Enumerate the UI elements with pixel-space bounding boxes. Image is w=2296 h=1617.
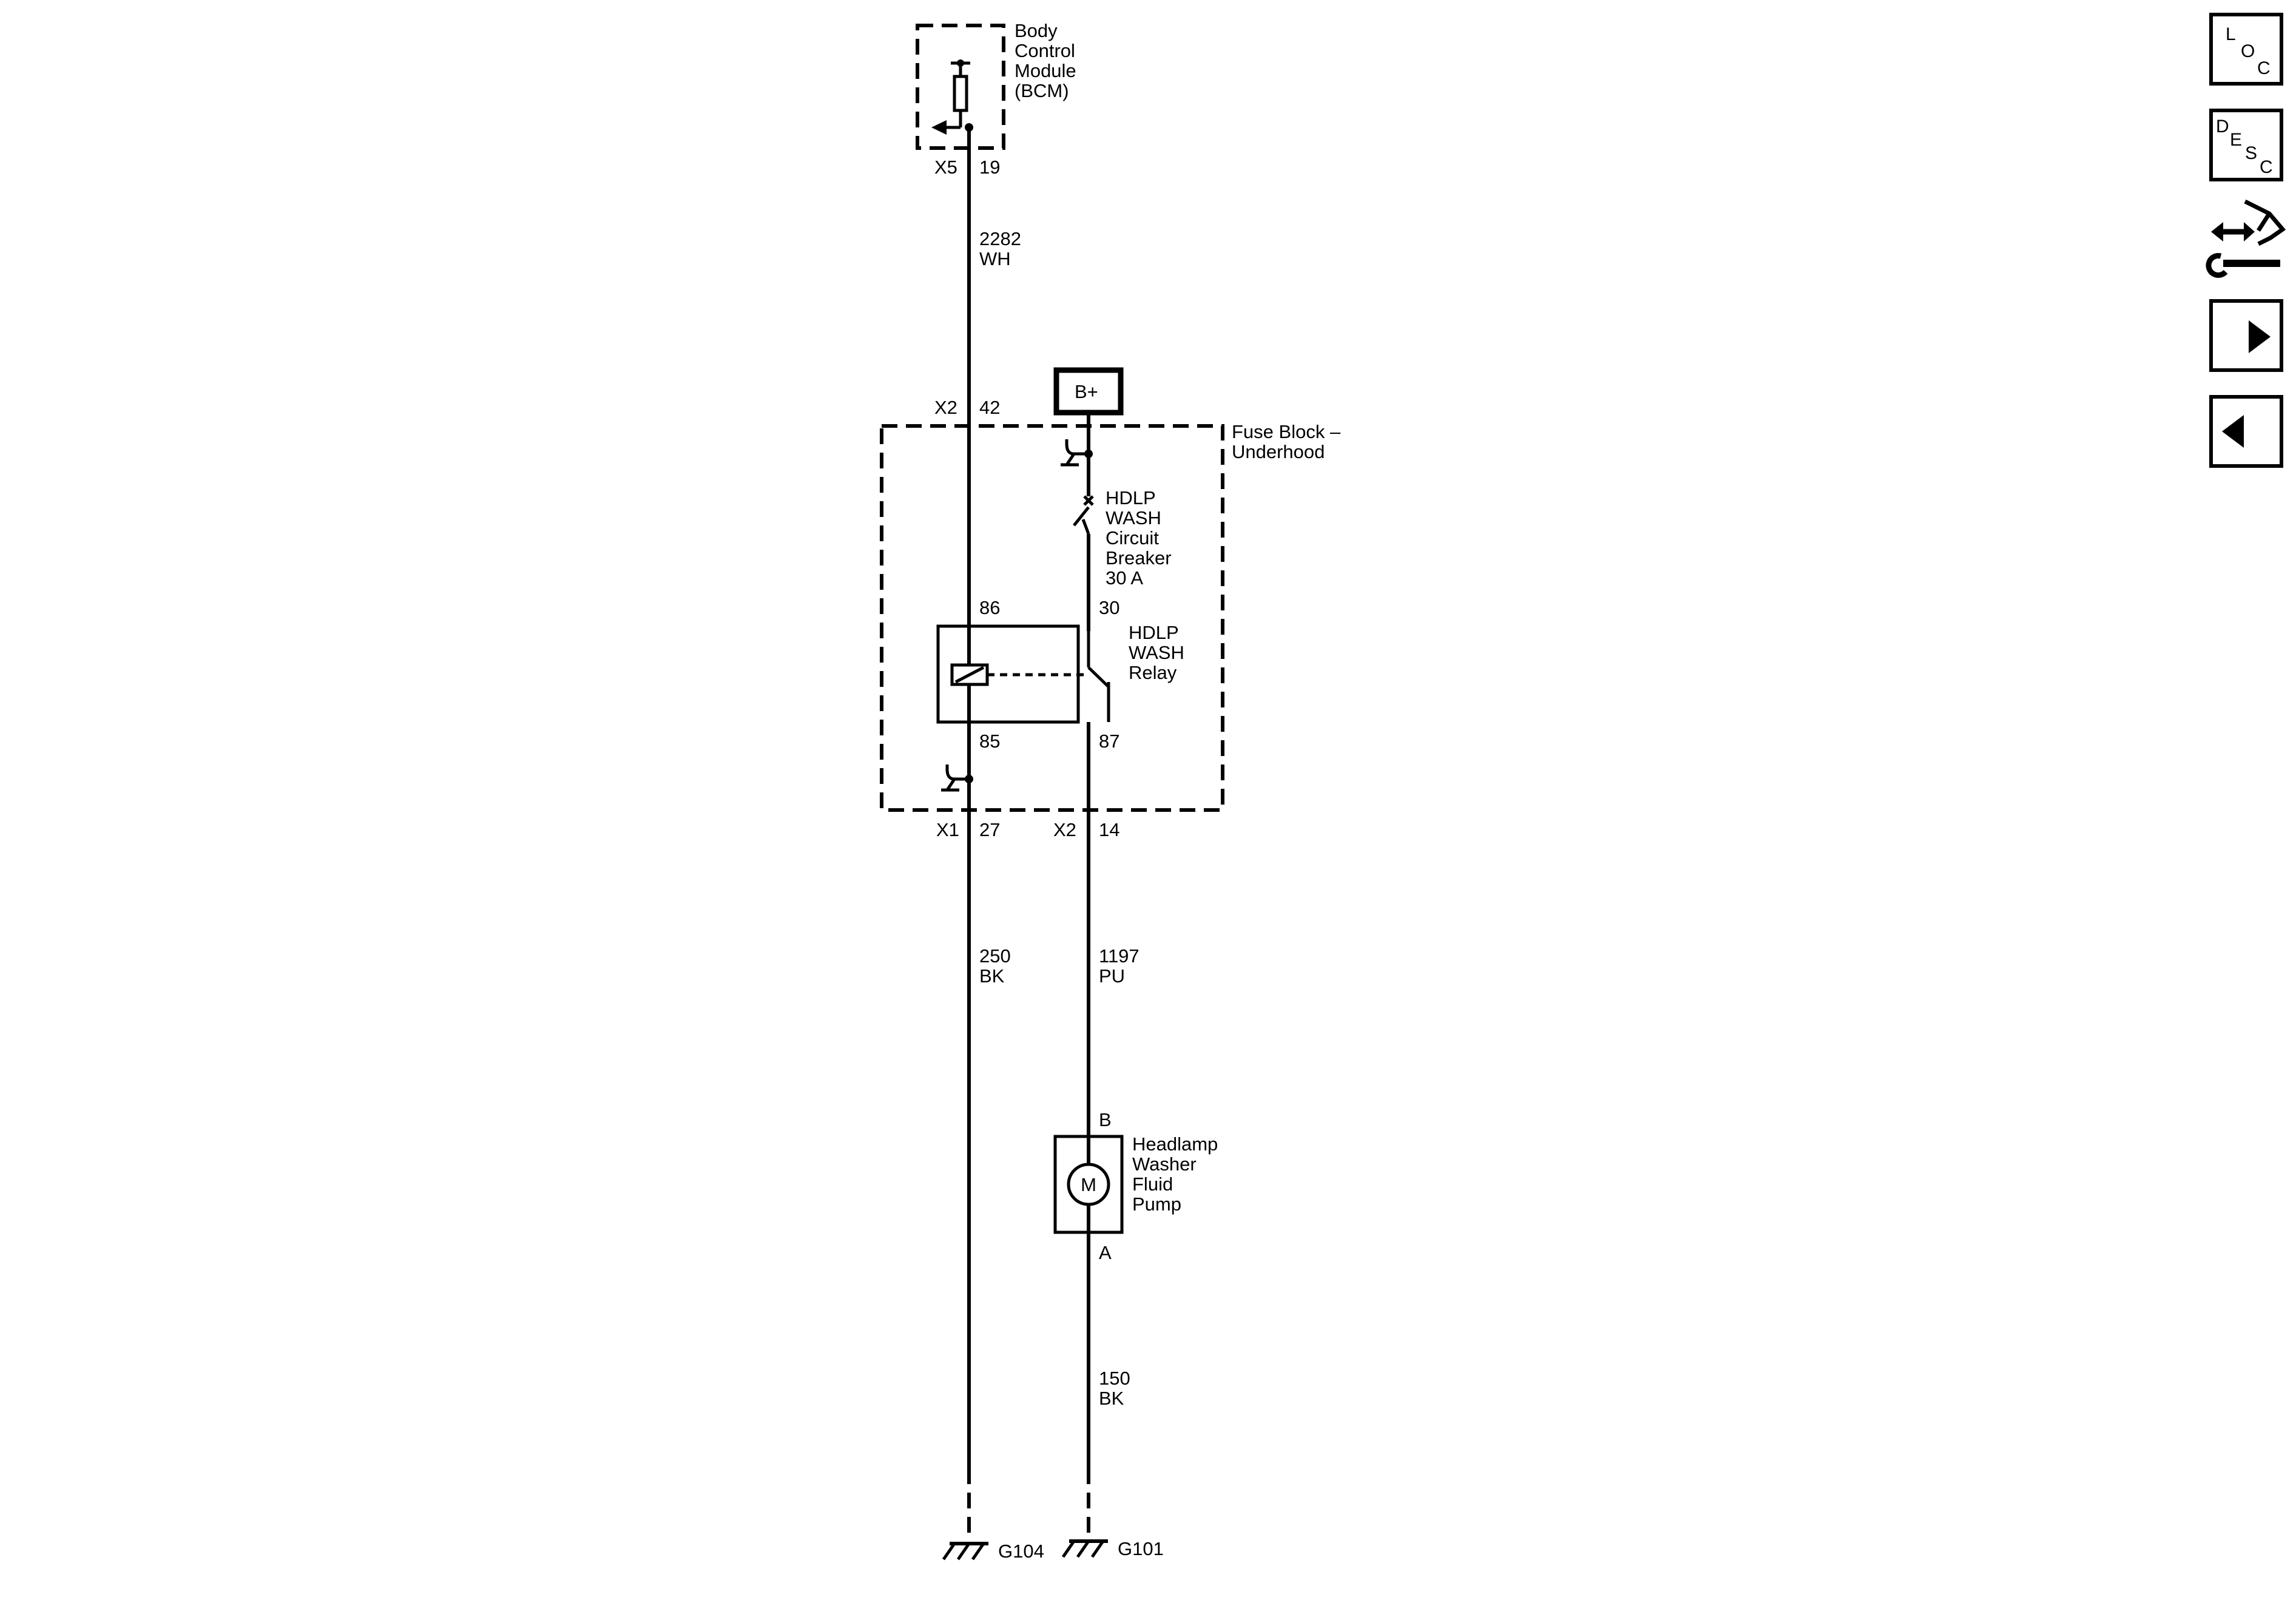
wire-250-circuit: 250 (979, 945, 1011, 967)
relay-pin-86: 86 (979, 597, 1000, 618)
wire-250-color: BK (979, 965, 1005, 987)
fuse-bottom-left-connector-label: X1 (936, 819, 959, 840)
relay-pin-30: 30 (1099, 597, 1119, 618)
desc-button[interactable]: D E S C (2209, 109, 2283, 181)
fuse-block-label-line-1: Fuse Block – (1232, 421, 1341, 442)
pump-pin-a: A (1099, 1242, 1112, 1263)
breaker-label-line-5: 30 A (1106, 567, 1143, 589)
next-page-button[interactable] (2209, 299, 2283, 372)
connector-repair-button[interactable] (2206, 198, 2286, 280)
pump-label-line-2: Washer (1132, 1153, 1197, 1175)
ground-g104-icon (942, 1542, 988, 1561)
breaker-label-line-1: HDLP (1106, 487, 1156, 508)
bcm-boundary (916, 24, 1005, 150)
body-control-module: Body Control Module (BCM) X5 19 (916, 20, 1076, 178)
fuse-block-boundary (880, 424, 1224, 812)
circuit-breaker-symbol-icon (1073, 495, 1094, 535)
wire-150-circuit: 150 (1099, 1368, 1130, 1389)
right-connector-splice-icon (1061, 439, 1093, 467)
left-connector-splice-icon (941, 765, 973, 792)
relay-label-line-3: Relay (1129, 662, 1177, 683)
bcm-pin-label: 19 (979, 157, 1000, 178)
wire-1197-color: PU (1099, 965, 1125, 987)
arrow-right-icon (2226, 320, 2271, 353)
previous-page-button[interactable] (2209, 395, 2283, 468)
fuse-block-underhood: Fuse Block – Underhood (880, 421, 1341, 812)
wire-2282-circuit: 2282 (979, 228, 1021, 249)
pump-pin-b: B (1099, 1109, 1112, 1130)
arrow-left-icon (2222, 415, 2267, 448)
ground-g104-label: G104 (998, 1541, 1044, 1562)
pump-label-line-4: Pump (1132, 1193, 1181, 1215)
bplus-label: B+ (1075, 381, 1098, 402)
relay-coil-icon (950, 663, 989, 686)
fuse-top-pin-label: 42 (979, 397, 1000, 418)
loc-letter-l: L (2226, 24, 2236, 44)
relay-pin-85: 85 (979, 731, 1000, 752)
wire-1197-circuit: 1197 (1099, 945, 1140, 967)
loc-letter-c: C (2257, 58, 2271, 78)
bcm-output-symbol-icon (931, 59, 973, 135)
motor-letter: M (1081, 1174, 1096, 1195)
bcm-label-line-3: Module (1015, 60, 1076, 81)
ground-g101-icon (1061, 1539, 1108, 1558)
ground-g101-label: G101 (1118, 1538, 1164, 1559)
breaker-label-line-3: Circuit (1106, 527, 1159, 549)
pump-label-line-1: Headlamp (1132, 1133, 1218, 1155)
breaker-label-line-2: WASH (1106, 507, 1161, 528)
motor-symbol-icon (1067, 1163, 1110, 1206)
relay-label-line-2: WASH (1129, 642, 1184, 663)
desc-letter-s: S (2245, 143, 2257, 163)
breaker-label-line-4: Breaker (1106, 547, 1172, 569)
bcm-label-line-1: Body (1015, 20, 1058, 41)
bcm-label-line-2: Control (1015, 40, 1075, 61)
loc-letter-o: O (2241, 41, 2255, 61)
fuse-top-connector-label: X2 (934, 397, 957, 418)
loc-button[interactable]: L O C (2209, 13, 2283, 86)
relay-pin-87: 87 (1099, 731, 1119, 752)
pump-label-line-3: Fluid (1132, 1173, 1173, 1195)
desc-letter-e: E (2230, 130, 2242, 150)
relay-switch-contact-icon (1087, 631, 1110, 722)
fuse-bottom-right-pin-label: 14 (1099, 819, 1119, 840)
headlamp-washer-fluid-pump: B M Headlamp Washer Fluid Pump A (1053, 1109, 1218, 1263)
hdlp-wash-relay: 86 30 HDLP WASH Relay 85 87 (936, 597, 1184, 752)
bcm-label-line-4: (BCM) (1015, 80, 1069, 101)
fuse-block-label-line-2: Underhood (1232, 441, 1325, 462)
fuse-bottom-left-pin-label: 27 (979, 819, 1000, 840)
wire-150-color: BK (1099, 1388, 1124, 1409)
battery-positive-terminal: B+ (1053, 367, 1124, 416)
relay-label-line-1: HDLP (1129, 622, 1179, 643)
bcm-connector-label: X5 (934, 157, 957, 178)
connector-repair-icon (2206, 199, 2286, 278)
desc-letter-c: C (2260, 157, 2273, 177)
fuse-bottom-right-connector-label: X2 (1053, 819, 1076, 840)
desc-letter-d: D (2216, 116, 2229, 137)
wire-2282-color: WH (979, 248, 1011, 269)
